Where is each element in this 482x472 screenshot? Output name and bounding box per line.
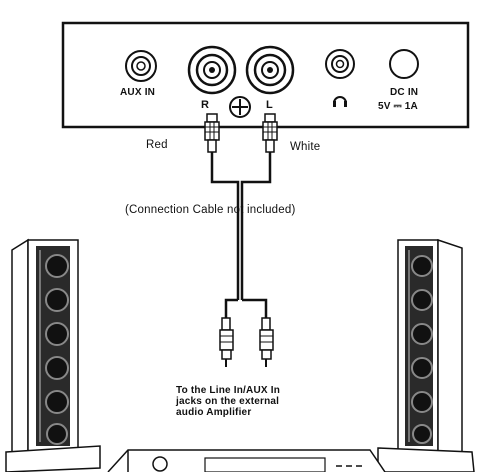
rca-jack-left: [245, 45, 295, 95]
amplifier-caption-line-3: audio Amplifier: [176, 407, 252, 418]
connection-cable: [210, 152, 272, 318]
amplifier-caption: To the Line In/AUX In jacks on the exter…: [176, 385, 280, 418]
headphone-icon: [333, 96, 347, 107]
aux-in-label: AUX IN: [120, 87, 156, 98]
rca-plug-red: [204, 113, 220, 153]
red-plug-label: Red: [146, 139, 168, 151]
left-speaker: [5, 238, 101, 472]
rca-jack-right: [187, 45, 237, 95]
cable-note: (Connection Cable not included): [125, 204, 296, 216]
power-rating-label: 5V ⎓ 1A: [378, 101, 418, 112]
rca-plug-white: [262, 113, 278, 153]
audio-amplifier: [107, 449, 386, 472]
screw-icon: [229, 96, 251, 118]
right-speaker: [377, 238, 475, 472]
dc-in-jack: [389, 49, 419, 79]
rca-right-label: R: [201, 99, 210, 111]
white-plug-label: White: [290, 141, 321, 153]
dc-in-label: DC IN: [390, 87, 419, 98]
rca-plug-bottom-left: [219, 317, 234, 367]
aux-in-jack: [125, 50, 157, 82]
rca-plug-bottom-right: [259, 317, 274, 367]
headphone-jack: [325, 49, 355, 79]
amplifier-caption-line-1: To the Line In/AUX In: [176, 385, 281, 396]
rca-left-label: L: [266, 99, 273, 111]
amplifier-caption-line-2: jacks on the external: [176, 396, 280, 407]
